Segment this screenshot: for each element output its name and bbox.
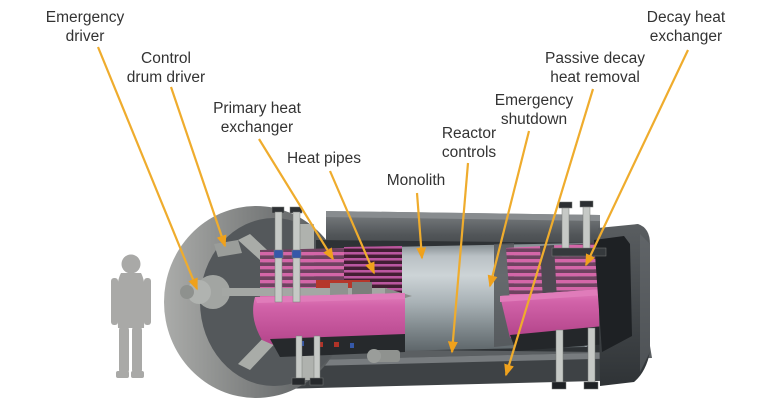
arrow-monolith xyxy=(415,192,427,260)
arrow-primary-heat-exchanger xyxy=(258,138,334,261)
decay-heat-piping xyxy=(551,200,607,390)
right-endcap xyxy=(594,224,650,386)
arrow-reactor-controls xyxy=(447,162,470,354)
arrow-control-drum-driver xyxy=(169,86,227,248)
arrow-heat-pipes xyxy=(328,170,376,275)
arrow-emergency-driver xyxy=(96,46,199,291)
annotation-arrows xyxy=(96,46,689,377)
primary-heat-exchanger-housing xyxy=(253,293,405,357)
arrow-decay-heat-exchanger xyxy=(585,49,689,267)
human-figure-scale xyxy=(111,254,151,378)
tie-rods-left xyxy=(271,206,324,386)
arrow-passive-decay-heat-removal xyxy=(504,88,595,377)
bottom-valve xyxy=(367,349,400,363)
arrow-emergency-shutdown xyxy=(487,130,531,288)
